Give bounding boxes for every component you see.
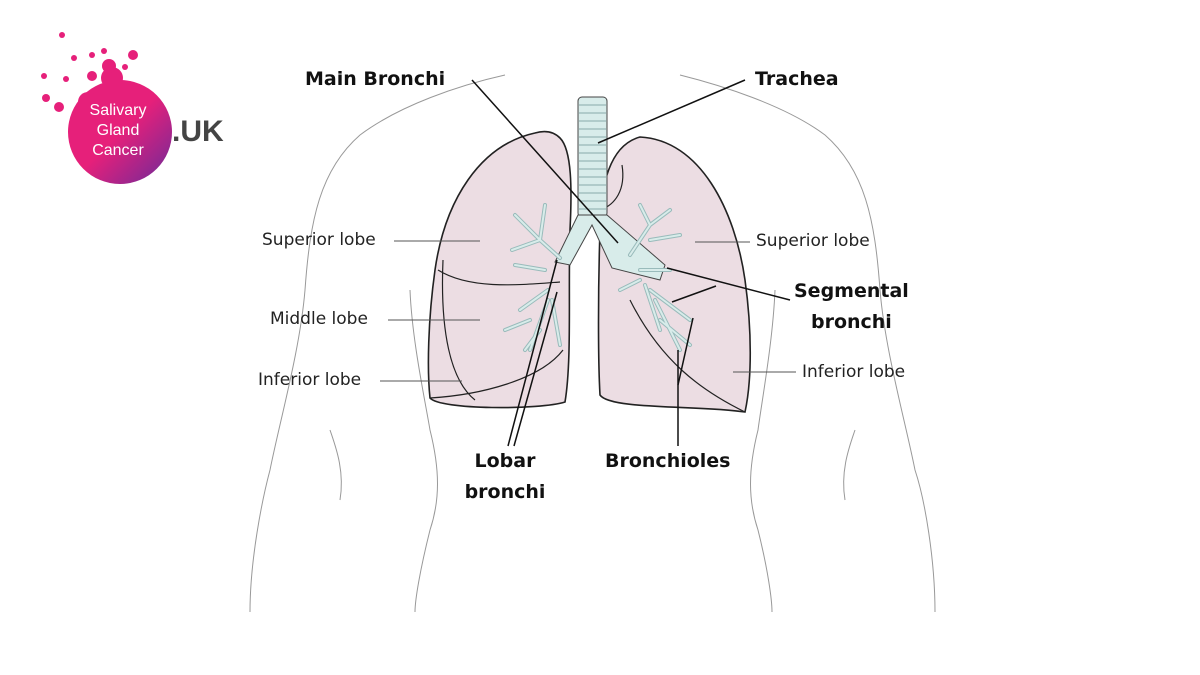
logo-text: Salivary Gland Cancer (77, 101, 159, 161)
leader-lines-bold (471, 79, 791, 447)
main-bronchi-leader (471, 79, 619, 244)
label-segmental-bronchi: Segmental bronchi (794, 276, 909, 338)
segmental-line-2: bronchi (810, 311, 892, 333)
segmental-line-1: Segmental (794, 280, 909, 302)
trachea-leader (597, 79, 746, 144)
leader-lines-thin (380, 240, 796, 382)
segmental-leader-1 (666, 267, 791, 301)
bronchioles-leader-2 (677, 317, 694, 386)
logo-line-1: Salivary (89, 102, 147, 119)
label-inferior-lobe-right: Inferior lobe (802, 362, 906, 382)
lung-right (427, 130, 572, 409)
segmental-leader-2 (671, 285, 717, 303)
lobar-line-1: Lobar (474, 450, 536, 472)
label-superior-lobe-right: Superior lobe (756, 231, 870, 251)
lobar-leader-1 (507, 259, 558, 447)
lung-left (597, 136, 752, 413)
label-bronchioles: Bronchioles (605, 450, 731, 472)
trachea-rings (579, 104, 606, 210)
logo-line-3: Cancer (92, 142, 144, 159)
lobar-leader-2 (513, 291, 558, 447)
logo: Salivary Gland Cancer .UK (30, 30, 250, 190)
label-middle-lobe: Middle lobe (270, 309, 368, 329)
label-main-bronchi: Main Bronchi (305, 68, 446, 90)
label-inferior-lobe-left: Inferior lobe (258, 370, 362, 390)
trachea (554, 96, 666, 281)
torso-outline (249, 74, 936, 613)
label-lobar-bronchi: Lobar bronchi (461, 446, 549, 508)
label-trachea: Trachea (755, 68, 839, 90)
logo-suffix: .UK (172, 115, 224, 148)
logo-bubbles (41, 32, 172, 184)
label-superior-lobe-left: Superior lobe (262, 230, 376, 250)
logo-line-2: Gland (96, 122, 140, 139)
lobar-line-2: bronchi (464, 481, 546, 503)
